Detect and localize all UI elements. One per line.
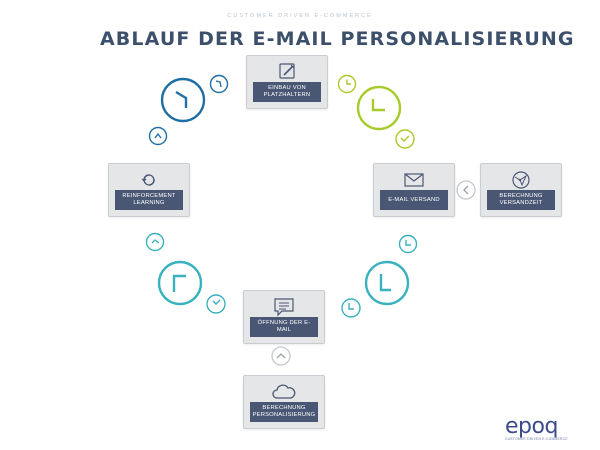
pencil-edit-icon	[279, 63, 295, 79]
node-oeffnung-email: ÖFFNUNG DER E-MAIL	[243, 290, 325, 344]
epoq-logo: epoq CUSTOMER DRIVEN E-COMMERCE	[505, 414, 575, 444]
clock-icon	[209, 74, 229, 94]
clock-icon	[398, 234, 418, 254]
cloud-icon	[272, 384, 296, 399]
node-reinforcement-learning: REINFORCEMENT LEARNING	[108, 163, 190, 217]
chevron-up-icon	[271, 346, 291, 366]
node-label: E-MAIL VERSAND	[380, 190, 448, 210]
clock-icon	[148, 126, 168, 146]
clock-icon	[364, 260, 410, 306]
logo-subtitle: CUSTOMER DRIVEN E-COMMERCE	[505, 437, 568, 441]
envelope-icon	[404, 173, 424, 187]
node-berechnung-personalisierung: BERECHNUNG PERSONALISIERUNG	[243, 375, 325, 429]
globe-network-icon	[512, 171, 530, 189]
chevron-left-icon	[456, 180, 476, 200]
logo-text: epoq	[505, 414, 558, 439]
node-einbau-platzhalter: EINBAU VON PLATZHALTERN	[246, 55, 328, 109]
chat-bubble-icon	[274, 298, 294, 317]
clock-icon	[206, 294, 226, 314]
page-tagline: CUSTOMER DRIVEN E-COMMERCE	[227, 13, 373, 19]
clock-icon	[395, 129, 415, 149]
node-label: BERECHNUNG VERSANDZEIT	[487, 190, 555, 210]
node-label: EINBAU VON PLATZHALTERN	[253, 82, 321, 102]
clock-icon	[356, 85, 402, 131]
clock-icon	[157, 260, 203, 306]
page-title: ABLAUF DER E-MAIL PERSONALISIERUNG	[100, 28, 575, 50]
node-label: BERECHNUNG PERSONALISIERUNG	[250, 402, 318, 422]
clock-icon	[337, 74, 357, 94]
node-label: REINFORCEMENT LEARNING	[115, 190, 183, 210]
node-label: ÖFFNUNG DER E-MAIL	[250, 317, 318, 337]
clock-icon	[145, 232, 165, 252]
node-email-versand: E-MAIL VERSAND	[373, 163, 455, 217]
refresh-cycle-icon	[141, 174, 155, 186]
clock-icon	[341, 298, 361, 318]
node-berechnung-versandzeit: BERECHNUNG VERSANDZEIT	[480, 163, 562, 217]
clock-icon	[160, 77, 206, 123]
